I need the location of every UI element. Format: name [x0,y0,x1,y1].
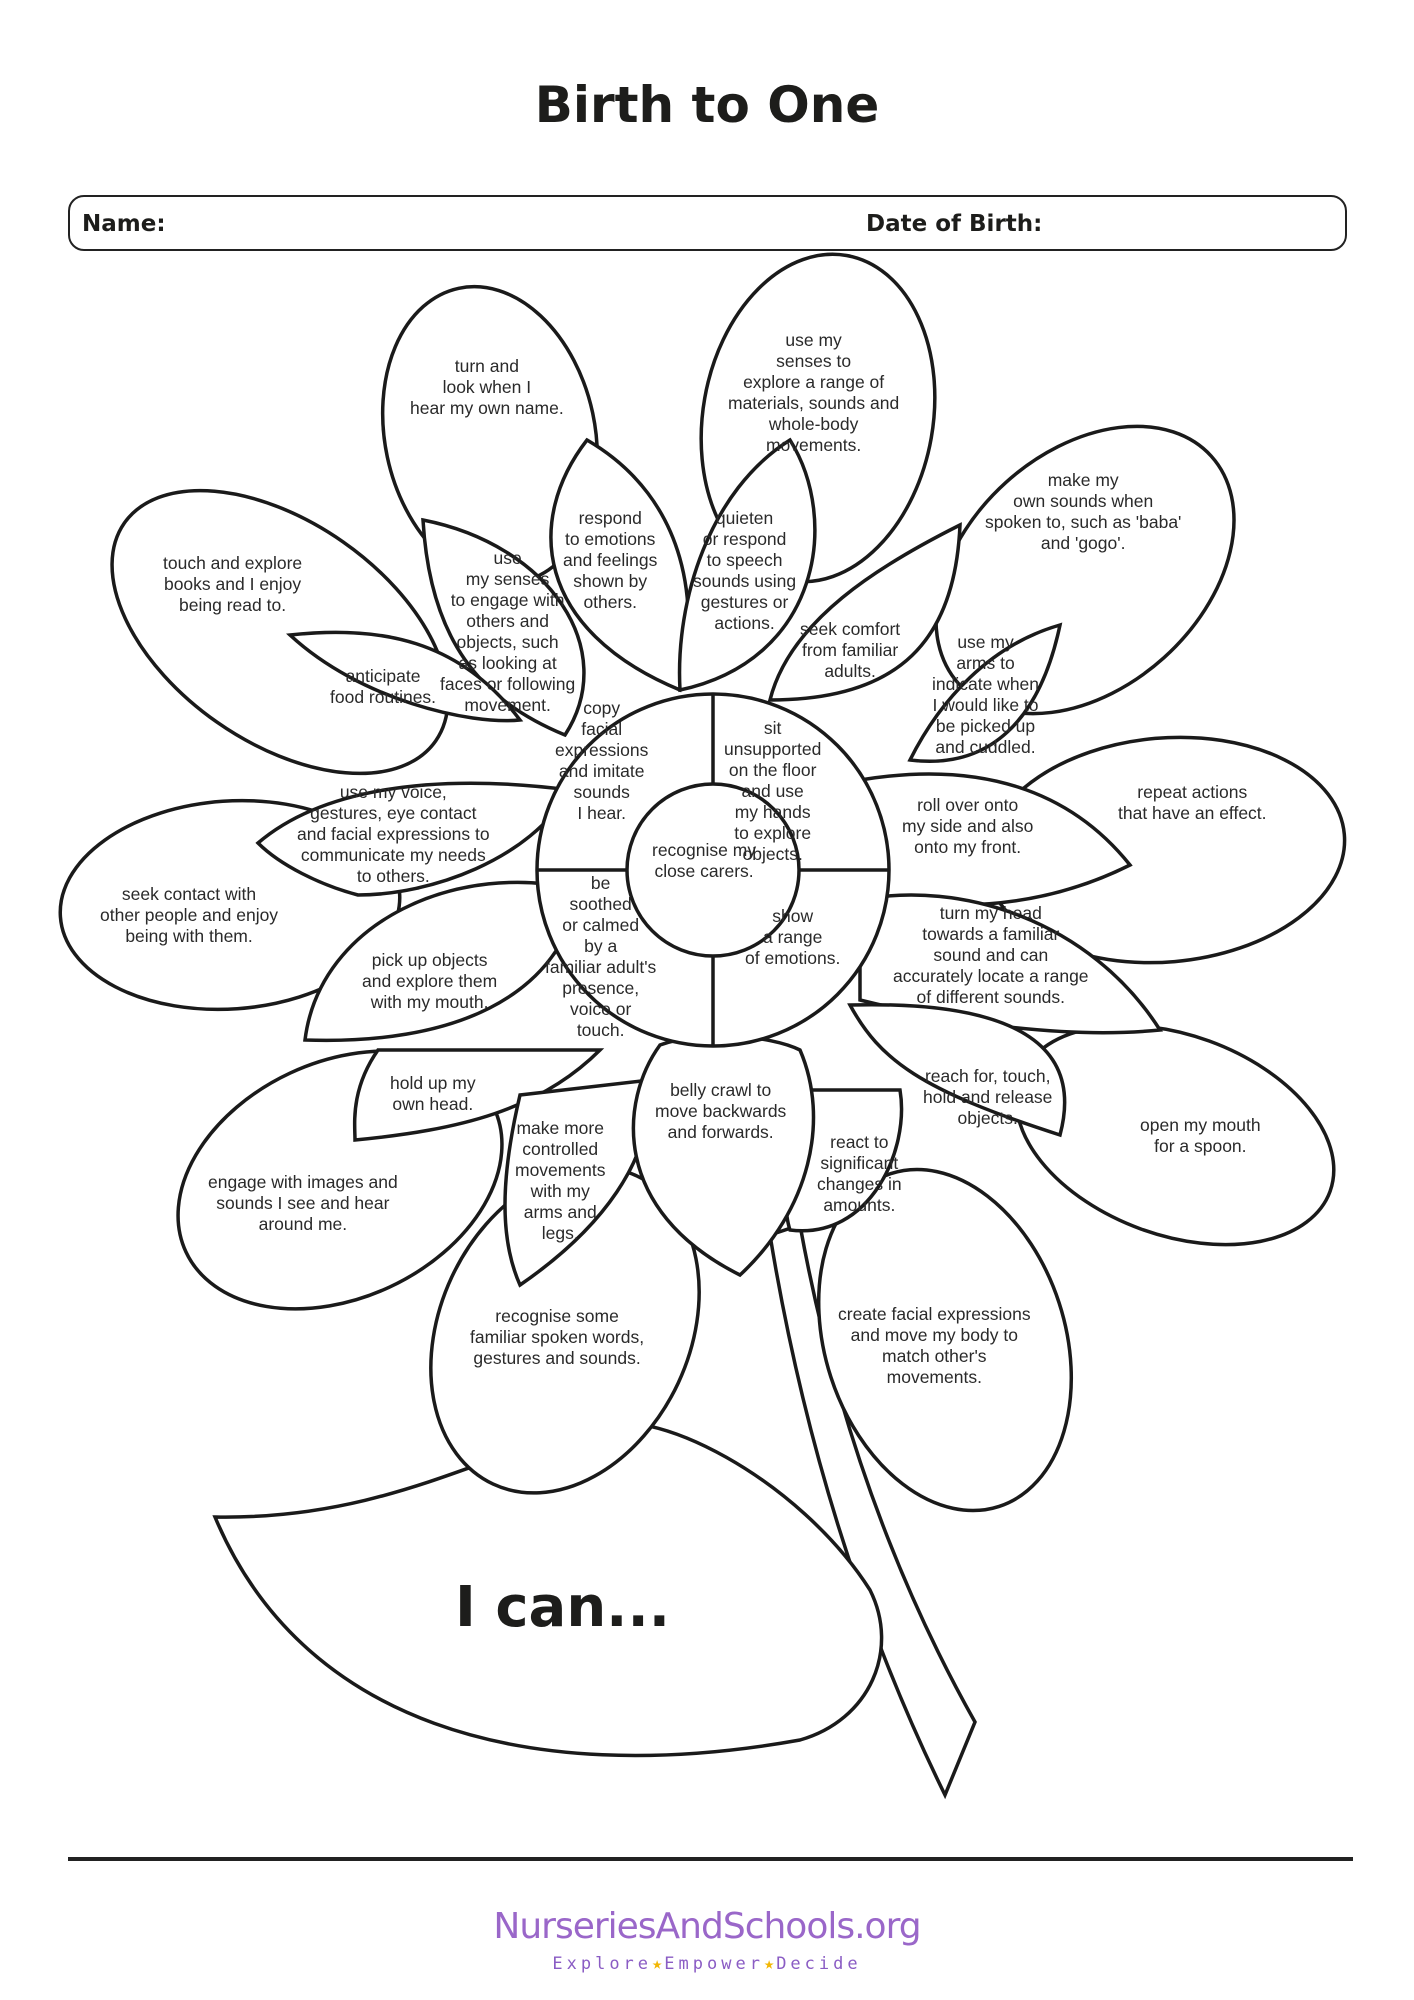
petal-touch-books [110,488,450,776]
star-icon: ★ [763,1954,777,1974]
text-open-mouth: open my mouth for a spoon. [1140,1115,1261,1156]
petal-create-facial-expressions [816,1167,1074,1513]
tagline-explore: Explore [552,1954,653,1974]
i-can-label: I can... [455,1575,671,1640]
petal-recognise-words [429,1165,701,1495]
text-engage-images: engage with images and sounds I see and … [208,1172,398,1234]
text-turn-head: turn my head towards a familiar sound an… [893,903,1089,1007]
footer-divider [68,1857,1353,1861]
text-recognise-words: recognise some familiar spoken words, ge… [470,1306,645,1368]
text-seek-comfort: seek comfort from familiar adults. [800,619,901,681]
petal-use-voice [255,781,573,897]
text-turn-and-look: turn and look when I hear my own name. [410,356,564,418]
petal-quieten [677,437,817,693]
text-hold-head: hold up my own head. [390,1073,476,1114]
text-react-changes: react to significant changes in amounts. [817,1132,902,1215]
petal-use-senses-engage [421,517,586,738]
petal-seek-comfort [767,522,962,702]
text-use-senses-explore: use my senses to explore a range of mate… [728,330,900,455]
text-anticipate-food: anticipate food routines. [330,666,437,707]
text-use-senses-engage: use my senses to engage with others and … [440,548,576,715]
petal-hold-head [352,1048,605,1142]
name-dob-field[interactable]: Name: Date of Birth: [68,195,1347,251]
ring-sit-unsupported: sit unsupported on the floor and use my … [724,718,822,864]
text-make-own-sounds: make my own sounds when spoken to, such … [985,470,1182,553]
text-use-arms: use my arms to indicate when I would lik… [932,632,1040,757]
text-repeat-actions: repeat actions that have an effect. [1118,782,1267,823]
centre-label: recognise my close carers. [652,840,757,881]
petal-make-own-sounds [934,424,1236,716]
tagline-empower: Empower [664,1954,764,1974]
petal-use-arms [907,622,1063,763]
petal-reach-for [847,1002,1067,1138]
text-create-facial-expressions: create facial expressions and move my bo… [838,1304,1031,1387]
text-quieten: quieten or respond to speech sounds usin… [693,508,797,633]
ring-copy-facial-expressions: copy facial expressions and imitate soun… [555,698,649,823]
tagline-decide: Decide [776,1954,862,1974]
name-label: Name: [82,211,166,237]
text-touch-books: touch and explore books and I enjoy bein… [163,553,303,615]
petal-anticipate-food [286,630,524,723]
text-belly-crawl: belly crawl to move backwards and forwar… [655,1080,787,1142]
text-reach-for: reach for, touch, hold and release objec… [923,1066,1053,1128]
logo-tagline: Explore★Empower★Decide [0,1954,1414,1974]
date-of-birth-label: Date of Birth: [866,211,1043,237]
text-use-voice: use my voice, gestures, eye contact and … [297,782,490,886]
text-controlled-movements: make more controlled movements with my a… [515,1118,606,1243]
ring-show-emotions: show a range of emotions. [745,906,841,968]
text-pick-up: pick up objects and explore them with my… [362,950,498,1012]
page-title: Birth to One [534,76,880,134]
text-respond-emotions: respond to emotions and feelings shown b… [563,508,658,612]
logo-wordmark: NurseriesAndSchools.org [493,1906,921,1947]
text-seek-contact: seek contact with other people and enjoy… [100,884,279,946]
text-roll-over: roll over onto my side and also onto my … [902,795,1034,857]
star-icon: ★ [652,1954,665,1974]
ring-be-soothed: be soothed or calmed by a familiar adult… [545,873,657,1040]
